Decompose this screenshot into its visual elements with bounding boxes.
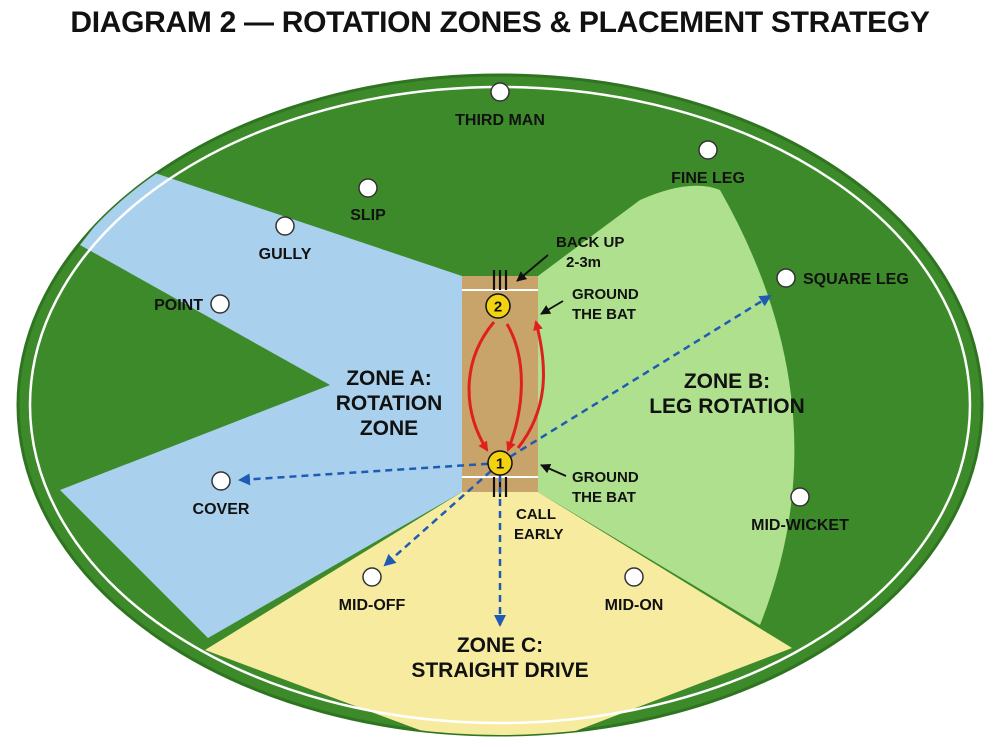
- zone-a-label-line3: ZONE: [360, 417, 418, 440]
- zone-b-area: [538, 185, 795, 625]
- fielder-cover-label: COVER: [193, 501, 250, 518]
- fielder-square-leg-label: SQUARE LEG: [803, 271, 909, 288]
- run-arrow-down: [467, 321, 496, 452]
- note-ground-top-line1: GROUND: [572, 286, 639, 303]
- note-back-up-line1: BACK UP: [556, 234, 624, 251]
- fielder-point-marker: [210, 294, 230, 314]
- fielder-third-man-label: THIRD MAN: [455, 112, 545, 129]
- batsman-non-striker: [485, 293, 511, 319]
- zone-c-label-line2: STRAIGHT DRIVE: [411, 659, 588, 682]
- fielder-fine-leg-label: FINE LEG: [671, 170, 745, 187]
- note-call-early-line1: CALL: [516, 506, 556, 523]
- fielder-mid-wicket-label: MID-WICKET: [751, 517, 849, 534]
- fielder-mid-off-marker: [362, 567, 382, 587]
- batsman-non-striker-number: 2: [494, 299, 502, 316]
- note-ground-bottom-line1: GROUND: [572, 469, 639, 486]
- fielder-mid-off-label: MID-OFF: [339, 597, 406, 614]
- zone-a-label-line1: ZONE A:: [346, 367, 432, 390]
- fielder-fine-leg-marker: [698, 140, 718, 160]
- run-arrow-up: [516, 320, 545, 449]
- zone-a-label-line2: ROTATION: [336, 392, 443, 415]
- note-back-up-line2: 2-3m: [566, 254, 601, 271]
- shot-arrow-mid-off: [383, 462, 501, 567]
- page-title: DIAGRAM 2 — ROTATION ZONES & PLACEMENT S…: [70, 6, 930, 39]
- run-arrow-down-inner: [505, 323, 523, 452]
- fielder-point-label: POINT: [154, 297, 203, 314]
- batsman-striker: [487, 450, 513, 476]
- fielder-gully-marker: [275, 216, 295, 236]
- fielder-mid-wicket-marker: [790, 487, 810, 507]
- note-arrow-ground-top: [540, 300, 564, 315]
- note-ground-bottom-line2: THE BAT: [572, 489, 636, 506]
- fielder-third-man-marker: [490, 82, 510, 102]
- zone-b-label-line1: ZONE B:: [684, 370, 770, 393]
- fielder-mid-on-marker: [624, 567, 644, 587]
- zone-a-area: [60, 168, 462, 638]
- shot-arrow-square-leg: [499, 294, 772, 465]
- zone-c-label-line1: ZONE C:: [457, 634, 543, 657]
- note-ground-top-line2: THE BAT: [572, 306, 636, 323]
- fielder-slip-label: SLIP: [350, 207, 386, 224]
- fielder-mid-on-label: MID-ON: [605, 597, 664, 614]
- stumps-top: [492, 270, 508, 290]
- note-arrow-ground-bottom: [540, 464, 567, 477]
- fielder-gully-label: GULLY: [259, 246, 312, 263]
- fielder-slip-marker: [358, 178, 378, 198]
- fielder-cover-marker: [211, 471, 231, 491]
- note-call-early-line2: EARLY: [514, 526, 563, 543]
- fielder-square-leg-marker: [776, 268, 796, 288]
- note-arrow-back-up: [516, 254, 549, 282]
- batsman-striker-number: 1: [496, 456, 504, 473]
- shot-arrow-cover: [238, 461, 501, 486]
- zone-b-label-line2: LEG ROTATION: [649, 395, 805, 418]
